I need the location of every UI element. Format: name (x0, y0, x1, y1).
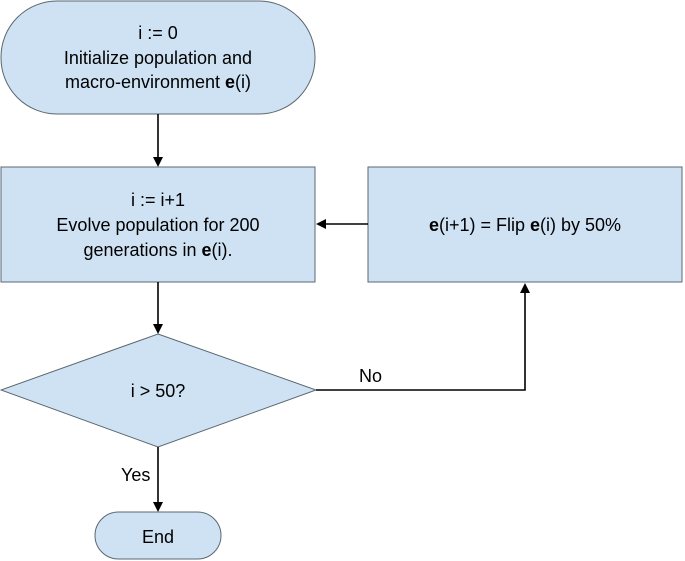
connector-start-to-evolve-arrowhead (153, 157, 163, 167)
flip-node-text-2: (i) by 50% (540, 215, 621, 235)
no-label: No (359, 366, 382, 386)
flip-node-bold-1: e (429, 215, 439, 235)
yes-label: Yes (121, 465, 150, 485)
start-node-line-3-prefix: macro-environment (65, 72, 225, 92)
start-node-line-1: i := 0 (138, 23, 178, 43)
connector-decision-to-flip: No (316, 283, 530, 391)
evolve-node-line-2: Evolve population for 200 (56, 215, 259, 235)
connector-evolve-to-decision (153, 282, 163, 334)
evolve-node-line-3-suffix: (i). (212, 240, 233, 260)
evolve-node: i := i+1 Evolve population for 200 gener… (0, 166, 316, 283)
flip-node-bold-2: e (530, 215, 540, 235)
flip-node-text-1: (i+1) = Flip (439, 215, 530, 235)
evolve-node-line-1: i := i+1 (131, 190, 185, 210)
flip-node-shape (367, 166, 683, 283)
start-node-line-2: Initialize population and (64, 48, 252, 68)
start-node: i := 0 Initialize population and macro-e… (0, 0, 316, 115)
connector-decision-to-end-arrowhead (153, 502, 163, 512)
connector-flip-to-evolve (316, 219, 368, 229)
flip-node: e(i+1) = Flip e(i) by 50% (367, 166, 683, 283)
connector-decision-to-flip-line (316, 292, 526, 391)
evolve-node-line-3-prefix: generations in (83, 240, 201, 260)
flip-node-text: e(i+1) = Flip e(i) by 50% (429, 215, 621, 235)
connector-flip-to-evolve-arrowhead (316, 219, 326, 229)
evolve-node-line-3: generations in e(i). (83, 240, 232, 260)
connector-evolve-to-decision-arrowhead (153, 324, 163, 334)
end-node-text: End (142, 527, 174, 547)
decision-node: i > 50? (0, 333, 318, 448)
evolve-node-line-3-bold: e (202, 240, 212, 260)
end-node-shape (94, 511, 222, 560)
start-node-line-3: macro-environment e(i) (65, 72, 251, 92)
decision-node-text: i > 50? (131, 381, 186, 401)
connector-decision-to-end: Yes (121, 447, 163, 512)
evolve-node-shape (0, 166, 316, 283)
end-node: End (94, 511, 222, 560)
connector-start-to-evolve (153, 114, 163, 167)
start-node-line-3-suffix: (i) (235, 72, 251, 92)
start-node-line-3-bold: e (225, 72, 235, 92)
connector-decision-to-flip-arrowhead (520, 283, 530, 293)
